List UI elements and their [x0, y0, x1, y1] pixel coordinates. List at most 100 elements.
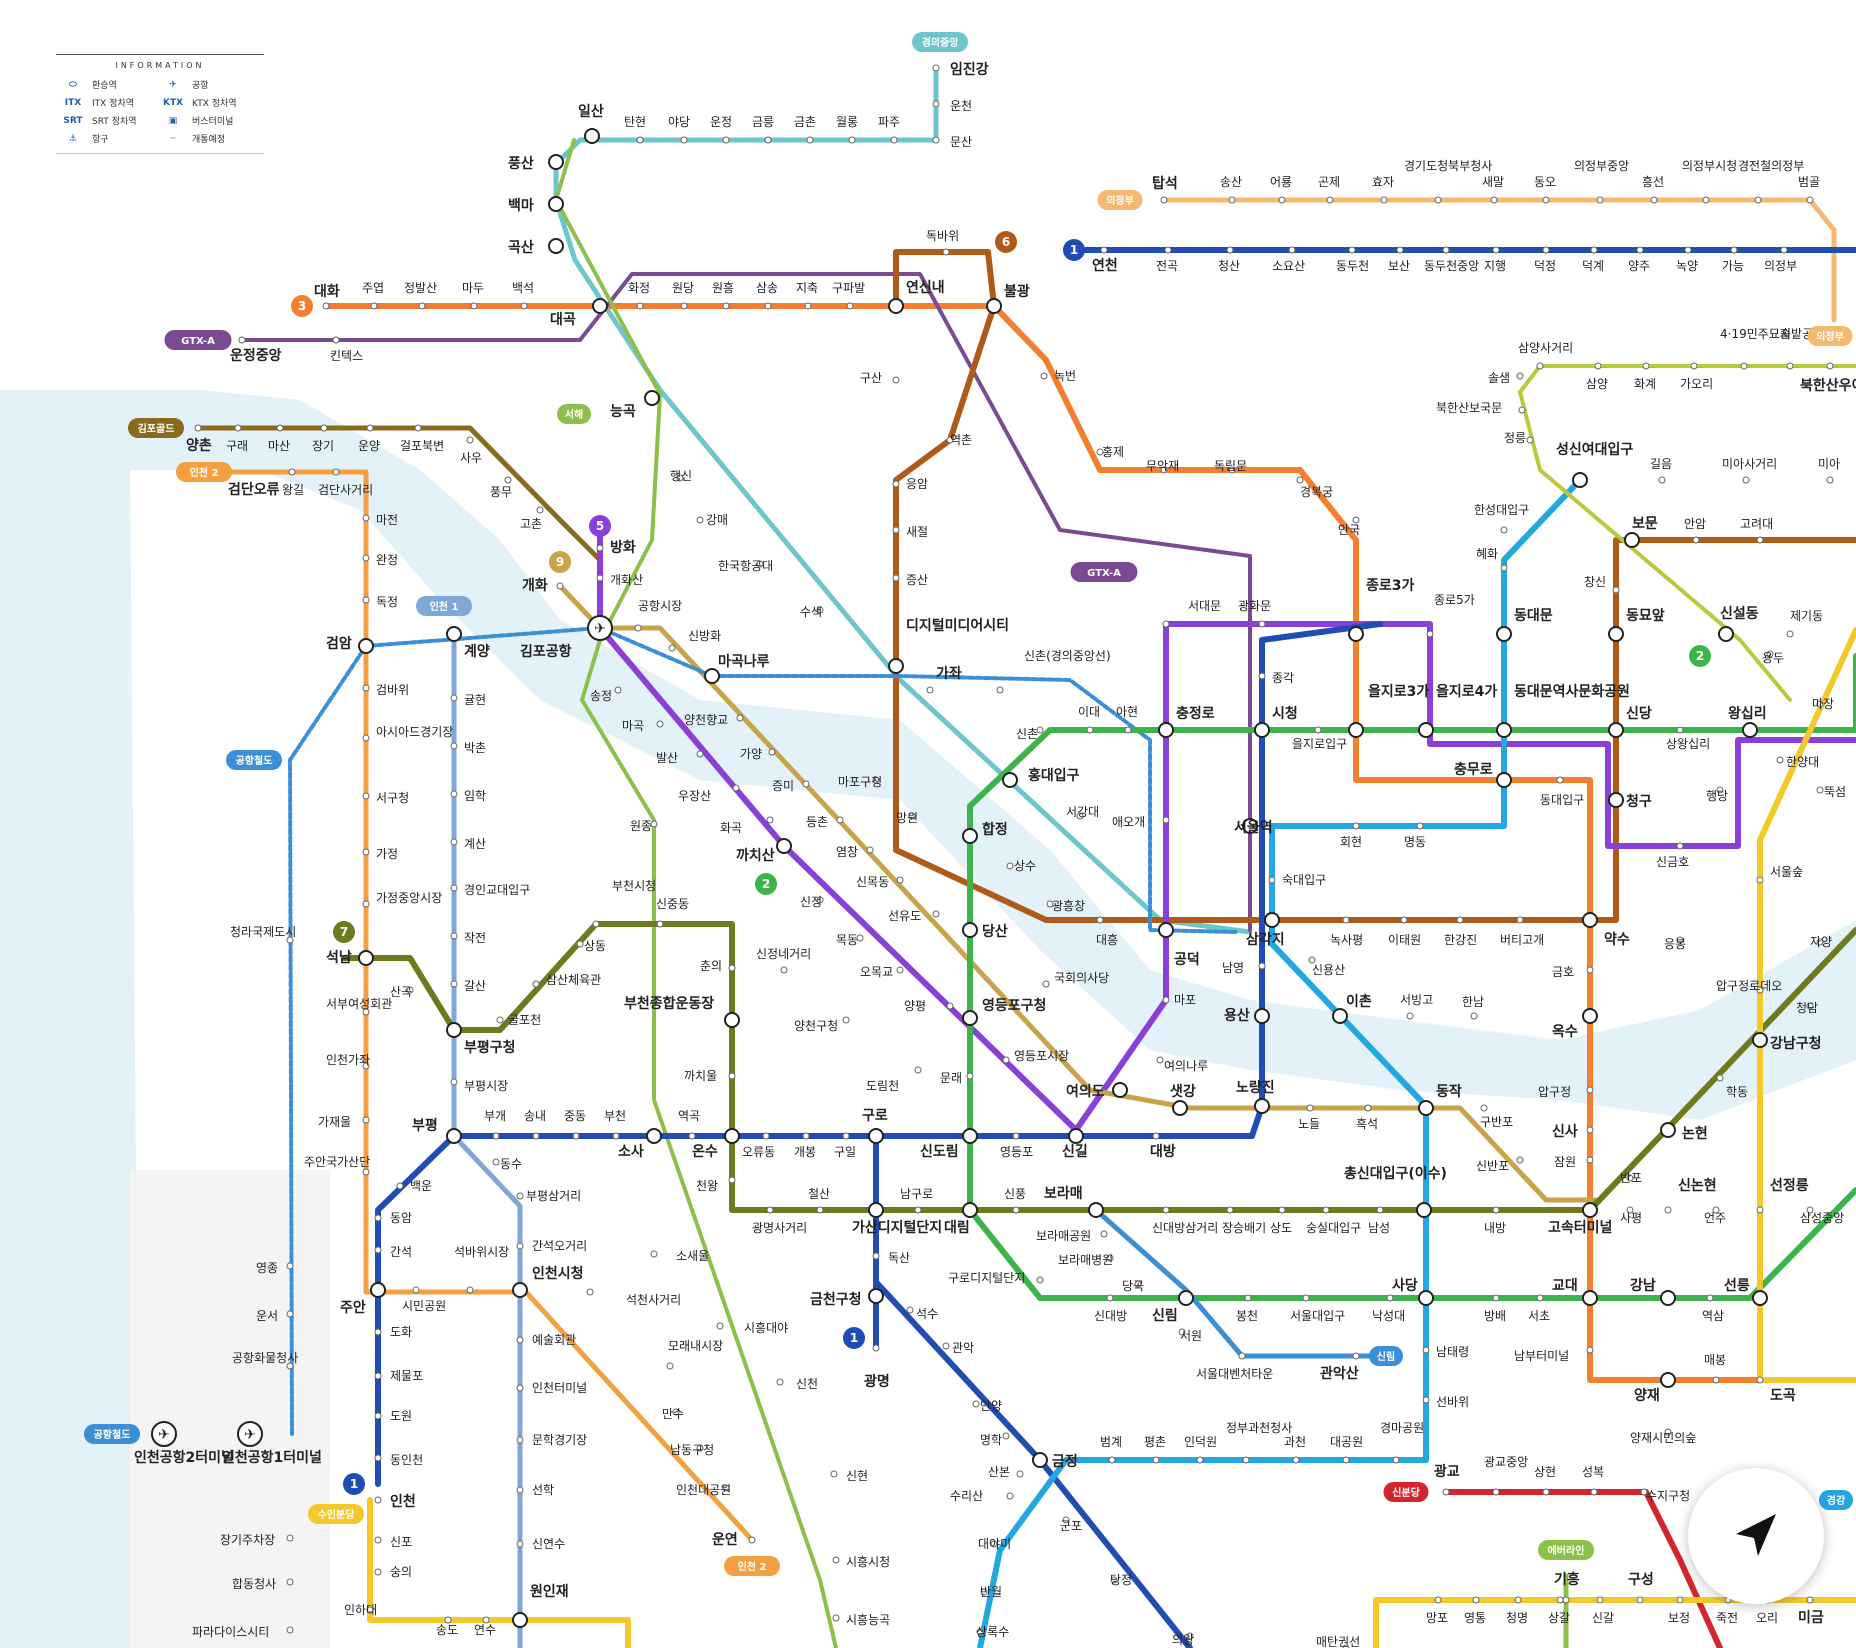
station-label[interactable]: 화정: [628, 281, 650, 295]
station-label[interactable]: 종로5가: [1434, 593, 1475, 607]
station-marker[interactable]: [1786, 630, 1794, 638]
station-marker[interactable]: [932, 64, 940, 72]
station-label[interactable]: 반포: [1620, 1171, 1642, 1185]
station-marker[interactable]: [1516, 1156, 1524, 1164]
station-label[interactable]: 영등포: [1000, 1145, 1033, 1159]
station-marker[interactable]: [1756, 536, 1764, 544]
transfer-station-marker[interactable]: [446, 626, 462, 642]
station-marker[interactable]: [650, 820, 658, 828]
transfer-station-marker[interactable]: [1624, 532, 1640, 548]
station-label[interactable]: 상왕십리: [1666, 737, 1710, 751]
station-label[interactable]: 이촌: [1346, 993, 1372, 1010]
transfer-station-marker[interactable]: [724, 1012, 740, 1028]
station-marker[interactable]: [1244, 1294, 1252, 1302]
station-marker[interactable]: [1380, 196, 1388, 204]
station-label[interactable]: 상현: [1534, 1465, 1556, 1479]
station-marker[interactable]: [276, 424, 284, 432]
station-marker[interactable]: [1586, 1156, 1594, 1164]
station-marker[interactable]: [1542, 246, 1550, 254]
station-marker[interactable]: [696, 750, 704, 758]
station-label[interactable]: 정부과천청사: [1226, 1420, 1292, 1435]
station-label[interactable]: 석바위시장: [454, 1245, 509, 1259]
station-label[interactable]: 주안: [340, 1299, 366, 1316]
station-label[interactable]: 신금호: [1656, 855, 1689, 869]
station-marker[interactable]: [728, 1176, 736, 1184]
station-label[interactable]: 삼각지: [1246, 931, 1285, 948]
station-label[interactable]: 장기: [312, 439, 334, 453]
station-marker[interactable]: [1258, 620, 1266, 628]
station-marker[interactable]: [1322, 1206, 1330, 1214]
station-marker[interactable]: [556, 582, 564, 590]
station-marker[interactable]: [286, 1262, 294, 1270]
station-label[interactable]: 신용산: [1312, 963, 1345, 977]
station-label[interactable]: 용산: [1224, 1007, 1250, 1024]
station-label[interactable]: 송도: [436, 1623, 458, 1637]
station-marker[interactable]: [516, 1486, 524, 1494]
station-marker[interactable]: [362, 684, 370, 692]
station-label[interactable]: 연수: [474, 1623, 496, 1637]
station-marker[interactable]: [1716, 786, 1724, 794]
station-label[interactable]: 영종: [256, 1261, 278, 1275]
station-label[interactable]: 파라다이스시티: [192, 1625, 269, 1639]
station-marker[interactable]: [450, 694, 458, 702]
station-label[interactable]: 신길: [1062, 1144, 1088, 1160]
station-label[interactable]: 남구로: [900, 1187, 933, 1201]
station-label[interactable]: 부개: [484, 1109, 506, 1123]
station-label[interactable]: 보산: [1388, 259, 1410, 273]
station-marker[interactable]: [1776, 756, 1784, 764]
station-marker[interactable]: [1786, 362, 1794, 370]
station-label[interactable]: 한성대입구: [1474, 503, 1529, 517]
station-label[interactable]: 인천대공원: [676, 1482, 731, 1497]
station-marker[interactable]: [696, 516, 704, 524]
station-marker[interactable]: [362, 1008, 370, 1016]
station-marker[interactable]: [320, 424, 328, 432]
station-marker[interactable]: [492, 1158, 500, 1166]
transfer-station-marker[interactable]: [1572, 472, 1588, 488]
station-label[interactable]: 가정중앙시장: [376, 891, 442, 905]
station-label[interactable]: 매탄권선: [1316, 1635, 1360, 1648]
station-marker[interactable]: [756, 560, 764, 568]
station-label[interactable]: 범계: [1100, 1435, 1122, 1449]
station-marker[interactable]: [1096, 916, 1104, 924]
station-marker[interactable]: [1586, 966, 1594, 974]
station-label[interactable]: 보라매: [1044, 1186, 1083, 1202]
station-marker[interactable]: [932, 100, 940, 108]
station-label[interactable]: 소사: [618, 1144, 644, 1160]
station-label[interactable]: 잠원: [1554, 1155, 1576, 1169]
station-label[interactable]: 당곡: [1122, 1279, 1144, 1293]
station-marker[interactable]: [1352, 1352, 1360, 1360]
station-marker[interactable]: [450, 932, 458, 940]
station-marker[interactable]: [1226, 246, 1234, 254]
station-marker[interactable]: [1108, 1456, 1116, 1464]
station-marker[interactable]: [1596, 196, 1604, 204]
station-label[interactable]: 주안국가산단: [304, 1155, 370, 1169]
station-label[interactable]: 학동: [1726, 1085, 1748, 1099]
station-label[interactable]: 신목동: [856, 875, 889, 889]
station-label[interactable]: 숙대입구: [1282, 873, 1326, 887]
station-label[interactable]: 신촌: [1016, 727, 1038, 741]
station-label[interactable]: 신현: [846, 1469, 868, 1483]
station-label[interactable]: 사당: [1392, 1277, 1418, 1294]
station-marker[interactable]: [892, 526, 900, 534]
transfer-station-marker[interactable]: [962, 922, 978, 938]
station-marker[interactable]: [366, 424, 374, 432]
station-label[interactable]: 의정부시청: [1682, 159, 1737, 173]
station-label[interactable]: 길음: [1650, 457, 1672, 471]
station-label[interactable]: 창신: [1584, 575, 1606, 589]
station-label[interactable]: 서초: [1528, 1309, 1550, 1323]
station-label[interactable]: 구일: [834, 1145, 856, 1159]
station-label[interactable]: 검암: [326, 635, 352, 652]
station-marker[interactable]: [636, 302, 644, 310]
station-label[interactable]: 귤현: [464, 693, 486, 707]
transfer-station-marker[interactable]: [592, 298, 608, 314]
station-label[interactable]: 신림: [1152, 1308, 1178, 1324]
station-marker[interactable]: [1396, 246, 1404, 254]
station-label[interactable]: 의왕: [1172, 1633, 1194, 1647]
station-marker[interactable]: [1586, 1346, 1594, 1354]
station-label[interactable]: 광명사거리: [752, 1221, 807, 1235]
station-label[interactable]: 탄현: [624, 115, 646, 129]
station-marker[interactable]: [1016, 1470, 1024, 1478]
station-label[interactable]: 서울대입구: [1290, 1309, 1345, 1323]
station-marker[interactable]: [1442, 1488, 1450, 1496]
station-marker[interactable]: [1480, 1104, 1488, 1112]
